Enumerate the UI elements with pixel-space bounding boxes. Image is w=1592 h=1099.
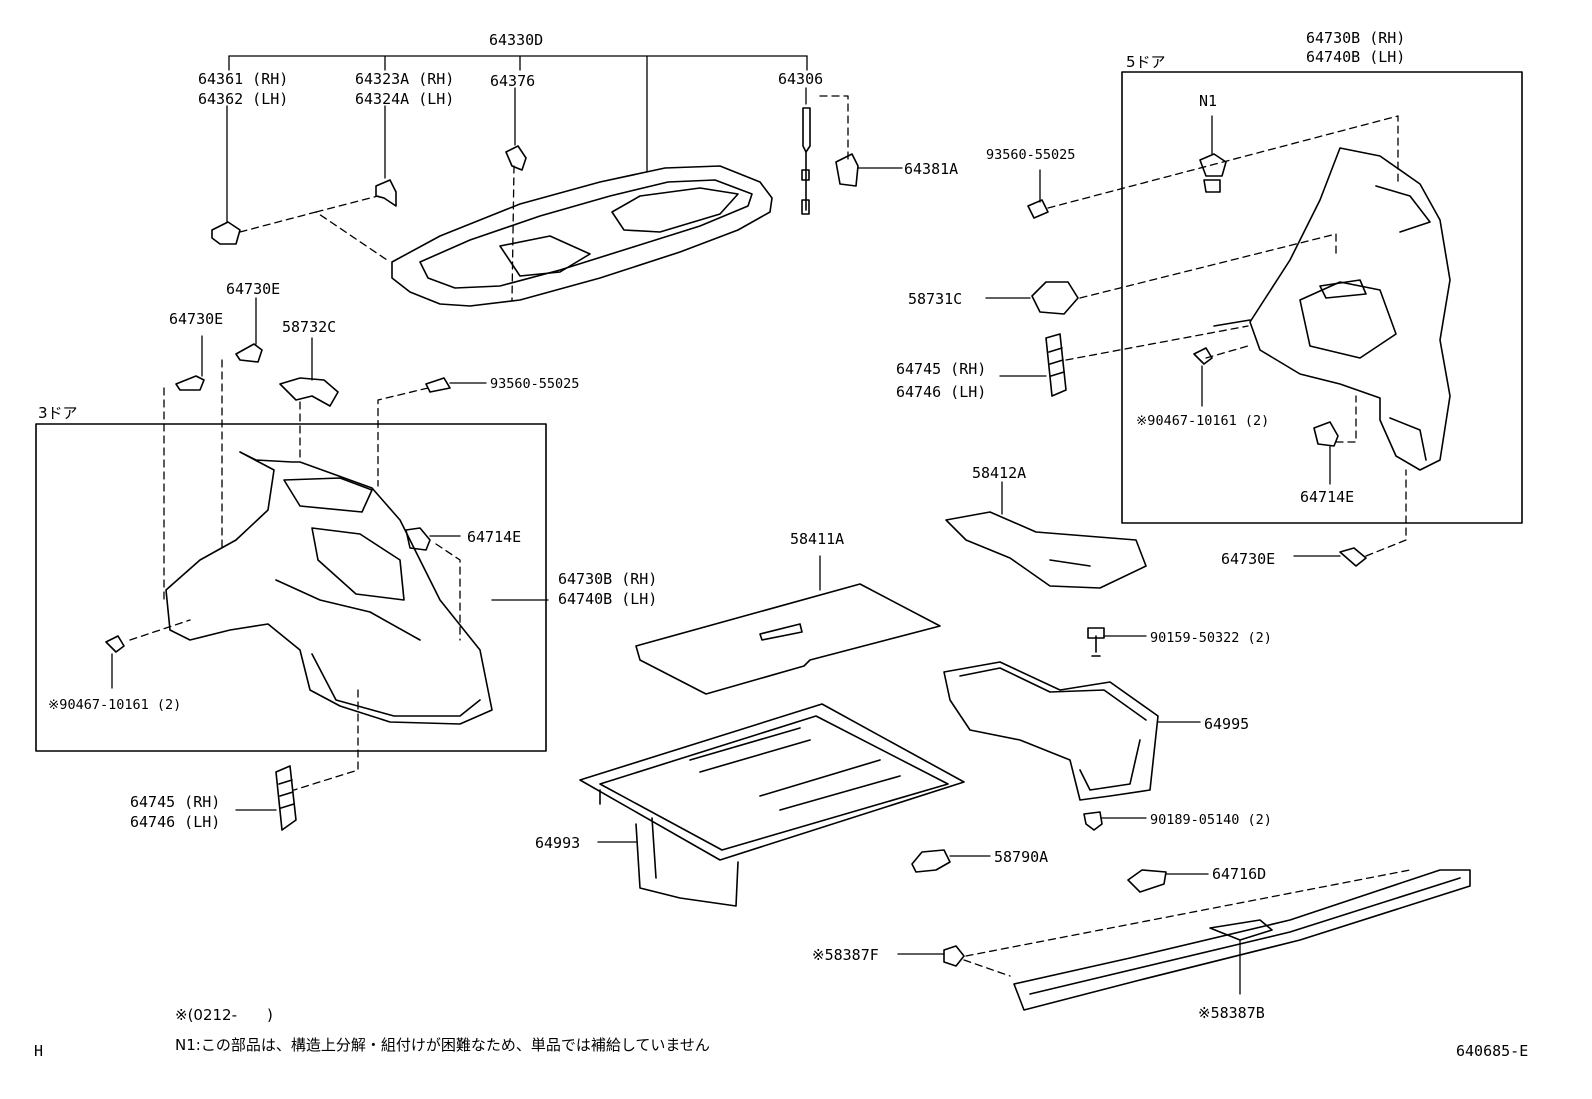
five-door-group-box (1121, 71, 1523, 524)
left-leaders (201, 297, 487, 384)
label-58387F: ※58387F (812, 946, 879, 964)
label-58790A: 58790A (994, 848, 1049, 866)
five-door-group-label: 5ドア (1126, 53, 1166, 71)
left-dashes (129, 359, 461, 791)
three-door-group-box (35, 423, 547, 752)
label-64746-lh-right: 64746 (LH) (896, 383, 987, 401)
label-90467-left: ※90467-10161 (2) (48, 697, 182, 713)
label-93560-left: 93560-55025 (490, 376, 580, 392)
label-64381A: 64381A (904, 160, 959, 178)
left-bolt-64714E (405, 527, 461, 551)
label-64324A-lh: 64324A (LH) (355, 90, 455, 108)
label-58731C: 58731C (908, 290, 963, 308)
clip-64381A-shape (835, 153, 859, 187)
label-64323A-rh: 64323A (RH) (355, 70, 455, 88)
label-58387B: ※58387B (1198, 1004, 1265, 1022)
label-90467-right: ※90467-10161 (2) (1136, 413, 1270, 429)
tonneau-cover-leader (226, 55, 808, 223)
left-vent-64745 (235, 765, 297, 831)
stopper-64376-shape (505, 145, 527, 171)
label-N1: N1 (1199, 92, 1218, 110)
label-58411A: 58411A (790, 530, 845, 548)
storage-box-64995-shape (943, 627, 1201, 831)
bracket-64323A-shape (375, 179, 397, 207)
label-64995: 64995 (1204, 715, 1250, 733)
mat-58412A-shape (945, 481, 1147, 589)
scuff-plate-58387B-shape (1013, 869, 1471, 1011)
footer-left-code: H (34, 1042, 44, 1060)
label-64361-rh: 64361 (RH) (198, 70, 289, 88)
right-quarter-trim-shape (1213, 147, 1451, 471)
label-93560-right: 93560-55025 (986, 147, 1076, 163)
footer-date-note: ※(0212- ) (175, 1006, 273, 1024)
three-door-group-label: 3ドア (38, 404, 78, 422)
label-64714E-right: 64714E (1300, 488, 1355, 506)
label-64993: 64993 (535, 834, 581, 852)
label-64716D: 64716D (1212, 865, 1267, 883)
diagram-code: 640685-E (1456, 1042, 1529, 1060)
clip-58387F-shape (897, 945, 965, 967)
label-64730E-lower: 64730E (169, 310, 224, 328)
label-64730B-rh-left: 64730B (RH) (558, 570, 658, 588)
cap-64716D-shape (1127, 869, 1209, 893)
left-clips (175, 343, 451, 407)
label-64730B-rh-right: 64730B (RH) (1306, 29, 1406, 47)
tonneau-cover-shape (391, 165, 773, 307)
label-64376: 64376 (490, 72, 536, 90)
label-64306: 64306 (778, 70, 824, 88)
footer-n1-note: N1:この部品は、構造上分解・組付けが困難なため、単品では補給していません (175, 1036, 710, 1054)
strap-64306-shape (801, 107, 811, 215)
label-64730E-upper: 64730E (226, 280, 281, 298)
label-64745-rh-left: 64745 (RH) (130, 793, 221, 811)
deck-board-58411A-shape (635, 555, 941, 695)
label-64330D: 64330D (489, 31, 544, 49)
right-fasteners (985, 115, 1367, 567)
scuff-dashes (963, 869, 1411, 977)
label-64745-rh-right: 64745 (RH) (896, 360, 987, 378)
label-64362-lh: 64362 (LH) (198, 90, 289, 108)
label-64740B-lh-left: 64740B (LH) (558, 590, 658, 608)
hook-58790A-shape (911, 849, 991, 873)
clip-64361-shape (211, 221, 241, 245)
label-58412A: 58412A (972, 464, 1027, 482)
label-64714E-left: 64714E (467, 528, 522, 546)
storage-tray-64993-shape (579, 703, 965, 907)
left-quarter-trim-shape (165, 451, 493, 725)
label-90159: 90159-50322 (2) (1150, 630, 1272, 646)
label-64746-lh-left: 64746 (LH) (130, 813, 221, 831)
tonneau-dashes (239, 95, 849, 301)
right-dashes (1047, 115, 1407, 557)
label-64730E-right: 64730E (1221, 550, 1276, 568)
left-screw-90467 (105, 635, 125, 689)
label-64740B-lh-right: 64740B (LH) (1306, 48, 1406, 66)
label-90189: 90189-05140 (2) (1150, 812, 1272, 828)
label-58732C: 58732C (282, 318, 337, 336)
